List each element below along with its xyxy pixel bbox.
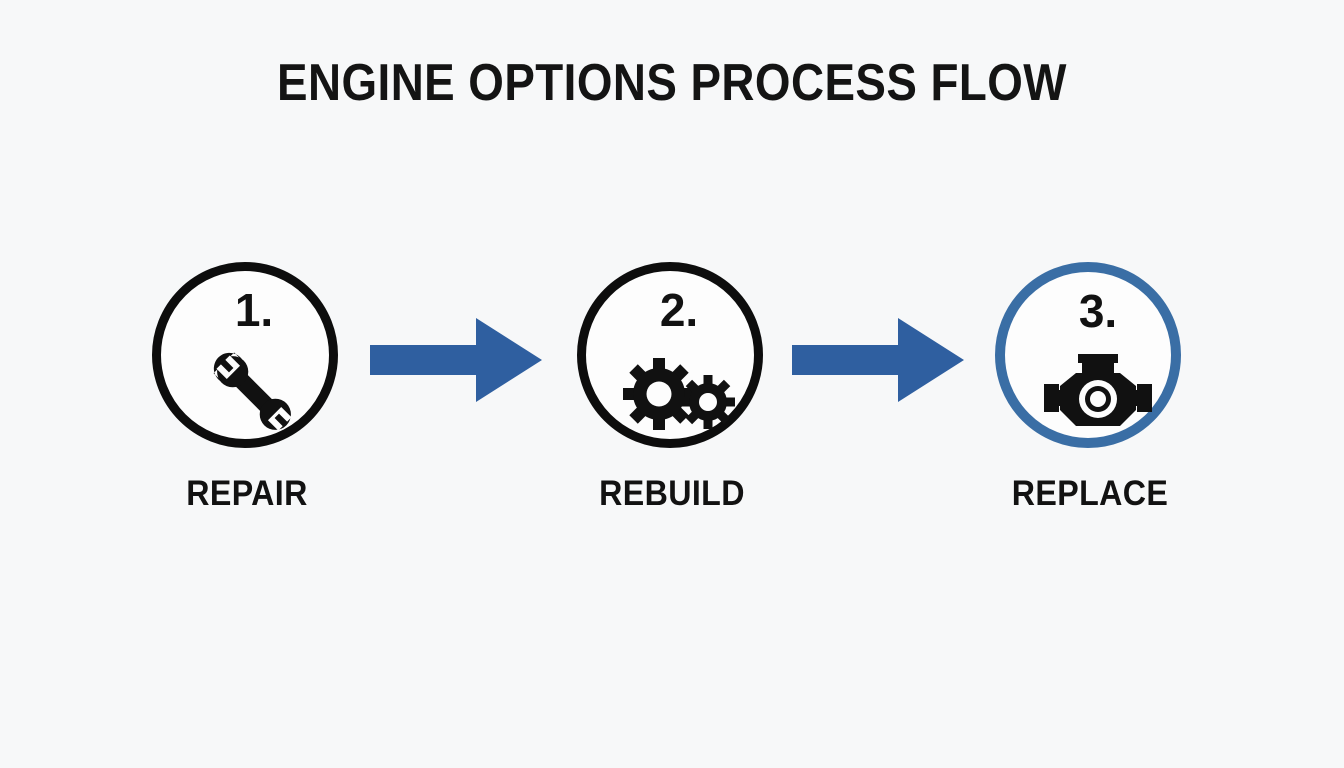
- step-number-1: 1.: [234, 284, 274, 336]
- step-number-3: 3.: [1078, 285, 1118, 337]
- step-label-replace: REPLACE: [1011, 474, 1169, 513]
- gears-icon: [586, 343, 772, 443]
- step-number-2: 2.: [659, 284, 699, 336]
- arrow-repair-to-rebuild: [368, 312, 544, 408]
- process-step-replace[interactable]: 3.: [995, 262, 1185, 522]
- step-label-rebuild: REBUILD: [599, 474, 745, 513]
- process-step-repair[interactable]: 1. REPAIR: [152, 262, 342, 522]
- step-circle-rebuild[interactable]: 2.: [577, 262, 763, 448]
- step-circle-repair[interactable]: 1.: [152, 262, 338, 448]
- wrench-icon: [161, 343, 347, 443]
- step-circle-replace[interactable]: 3.: [995, 262, 1181, 448]
- process-step-rebuild[interactable]: 2.: [577, 262, 767, 522]
- arrow-rebuild-to-replace: [790, 312, 966, 408]
- engine-block-icon: [1005, 344, 1191, 444]
- page-title: ENGINE OPTIONS PROCESS FLOW: [277, 54, 1067, 112]
- step-label-repair: REPAIR: [186, 474, 308, 513]
